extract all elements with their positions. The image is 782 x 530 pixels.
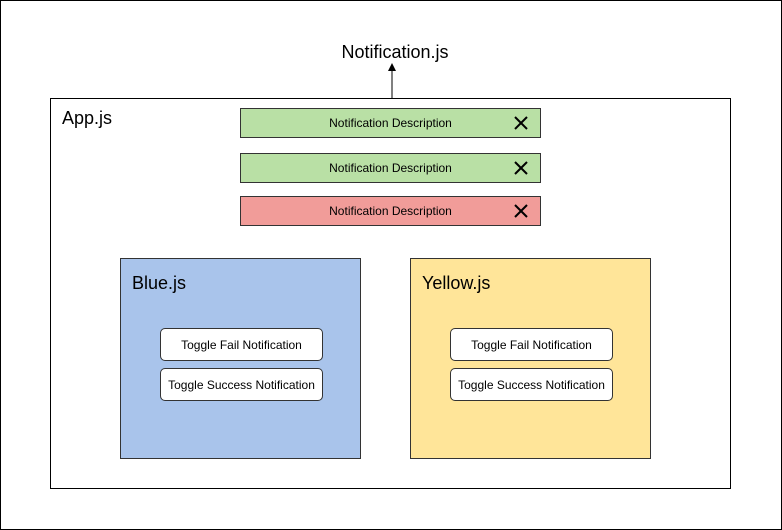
yellow-js-panel: Yellow.js Toggle Fail Notification Toggl… [410, 258, 651, 459]
toggle-success-notification-button[interactable]: Toggle Success Notification [450, 368, 613, 401]
close-icon[interactable] [512, 202, 530, 220]
toggle-success-notification-button[interactable]: Toggle Success Notification [160, 368, 323, 401]
notification-description: Notification Description [329, 161, 452, 175]
notification-success: Notification Description [240, 153, 541, 183]
notification-description: Notification Description [329, 204, 452, 218]
notification-success: Notification Description [240, 108, 541, 138]
close-icon[interactable] [512, 159, 530, 177]
toggle-fail-notification-button[interactable]: Toggle Fail Notification [450, 328, 613, 361]
notification-description: Notification Description [329, 116, 452, 130]
blue-js-label: Blue.js [132, 273, 187, 293]
blue-js-panel: Blue.js Toggle Fail Notification Toggle … [120, 258, 361, 459]
close-icon[interactable] [512, 114, 530, 132]
yellow-js-label: Yellow.js [422, 273, 491, 293]
toggle-fail-notification-button[interactable]: Toggle Fail Notification [160, 328, 323, 361]
notification-fail: Notification Description [240, 196, 541, 226]
app-js-label: App.js [62, 108, 113, 128]
notification-js-label: Notification.js [341, 42, 449, 62]
